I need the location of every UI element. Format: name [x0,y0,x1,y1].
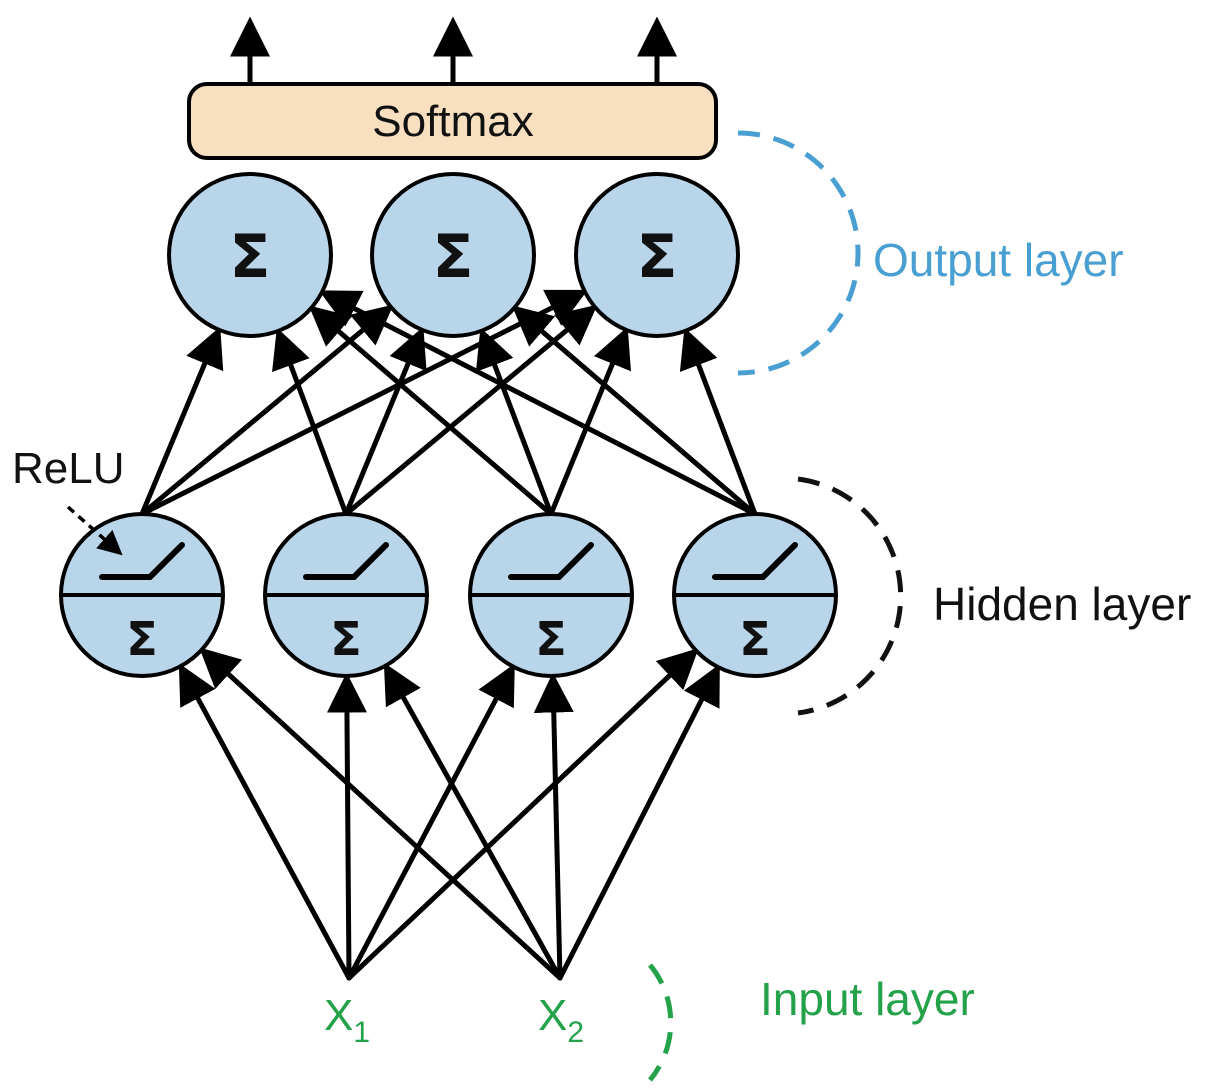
input-layer: X1 X2 [324,991,584,1049]
input-to-hidden-connection [557,664,720,981]
input-to-hidden-connection [199,647,563,981]
hidden-neuron: Σ [468,512,634,678]
output-neuron [370,172,536,338]
hidden-layer-annotation: Hidden layer [797,476,1191,716]
hidden-layer-label: Hidden layer [933,578,1191,630]
relu-label: ReLU [12,444,125,493]
hidden-neuron: Σ [59,512,225,678]
hidden-to-output-connection [343,326,427,517]
hidden-to-output-connection [679,327,758,517]
hidden-to-output-connection [272,327,349,517]
relu-icon [303,542,389,580]
softmax-label: Softmax [372,97,533,146]
hidden-to-output-connection [475,327,554,517]
output-neuron [574,172,740,338]
hidden-neuron-symbol: Σ [535,612,566,666]
relu-icon [99,542,185,580]
output-layer-annotation: Output layer [737,130,1124,376]
input-to-hidden-connection [533,672,574,981]
softmax-block: Softmax [187,16,718,160]
relu-pointer [66,505,123,556]
hidden-neuron: Σ [672,512,838,678]
input-to-hidden-connection [346,663,515,981]
hidden-layer: Σ Σ Σ Σ [59,512,838,678]
input-x1-name: X [324,991,353,1040]
input-to-hidden-connection [383,662,563,981]
output-layer-bracket [737,130,861,376]
input-x1-subscript: 1 [353,1016,370,1049]
relu-icon [508,542,594,580]
input-x1: X1 [324,991,370,1049]
hidden-neuron-symbol: Σ [739,612,770,666]
input-to-hidden-connection [346,648,699,981]
hidden-neuron: Σ [263,512,429,678]
input-to-hidden-connection [178,663,352,981]
output-neuron-symbol: Σ [637,222,678,292]
input-x2: X2 [538,991,584,1049]
relu-icon [712,542,798,580]
input-layer-label: Input layer [760,973,975,1025]
input-x2-name: X [538,991,567,1040]
output-neuron [167,172,333,338]
output-layer: Σ Σ Σ [167,172,740,338]
output-neuron-symbol: Σ [433,222,474,292]
input-layer-bracket [648,963,674,1082]
hidden-neuron-symbol: Σ [126,612,157,666]
input-x2-subscript: 2 [567,1016,584,1049]
input-layer-annotation: Input layer [648,963,975,1082]
hidden-to-output-connection [139,326,224,517]
hidden-to-output-connection [548,326,631,517]
softmax-box [187,82,718,160]
relu-annotation: ReLU [12,444,125,556]
hidden-to-output-connection [511,305,758,517]
output-layer-label: Output layer [873,234,1124,286]
output-neuron-symbol: Σ [230,222,271,292]
hidden-to-output-connection [318,290,758,517]
hidden-layer-bracket [797,476,904,716]
connections [139,289,758,981]
hidden-to-output-connection [308,305,554,517]
input-to-hidden-connection [326,672,367,981]
hidden-neuron-symbol: Σ [330,612,361,666]
